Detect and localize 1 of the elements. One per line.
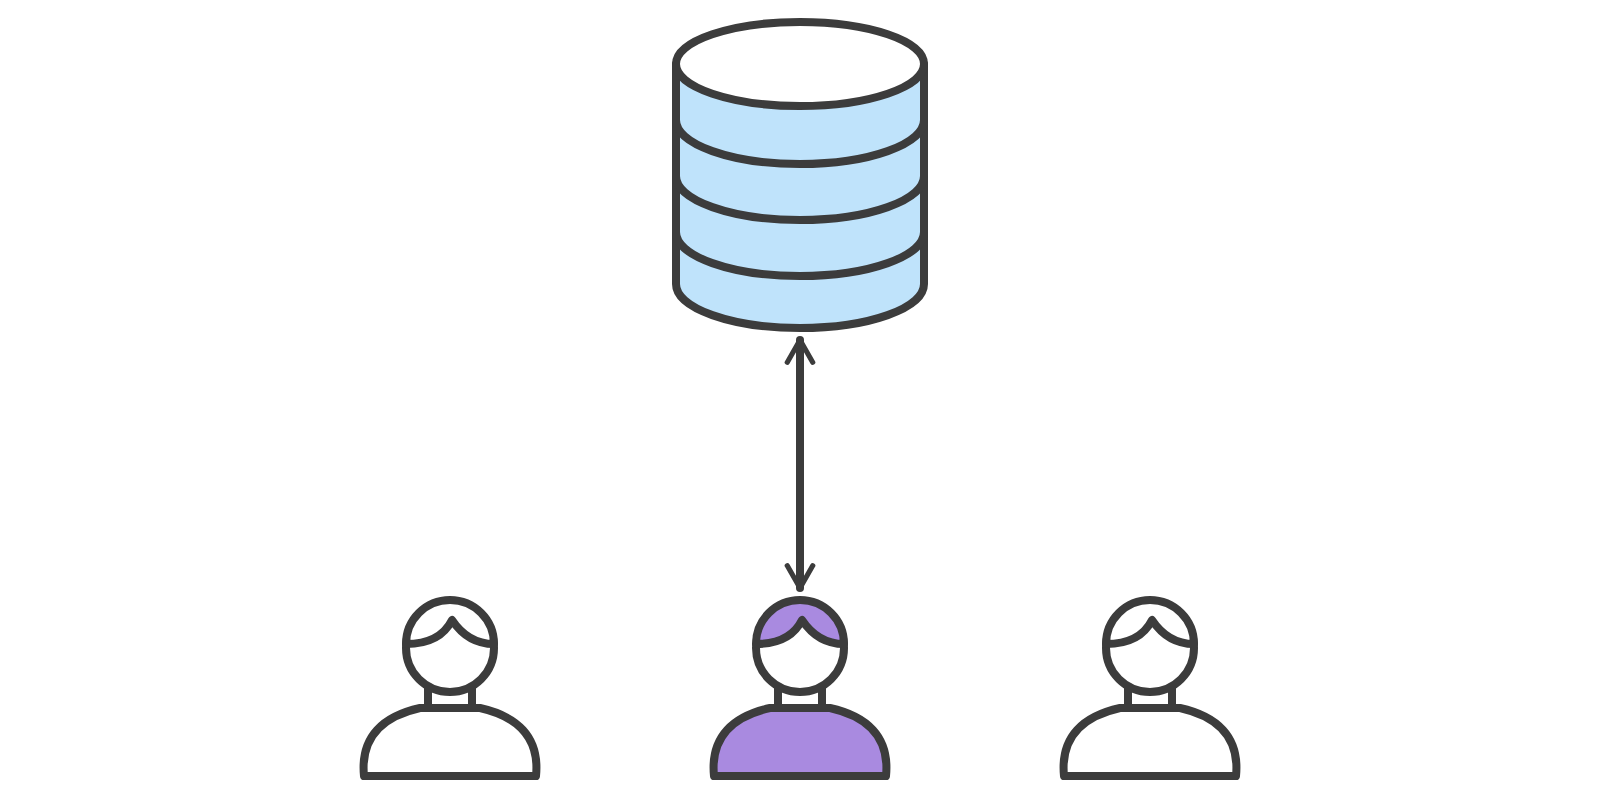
double-arrow (784, 336, 816, 592)
